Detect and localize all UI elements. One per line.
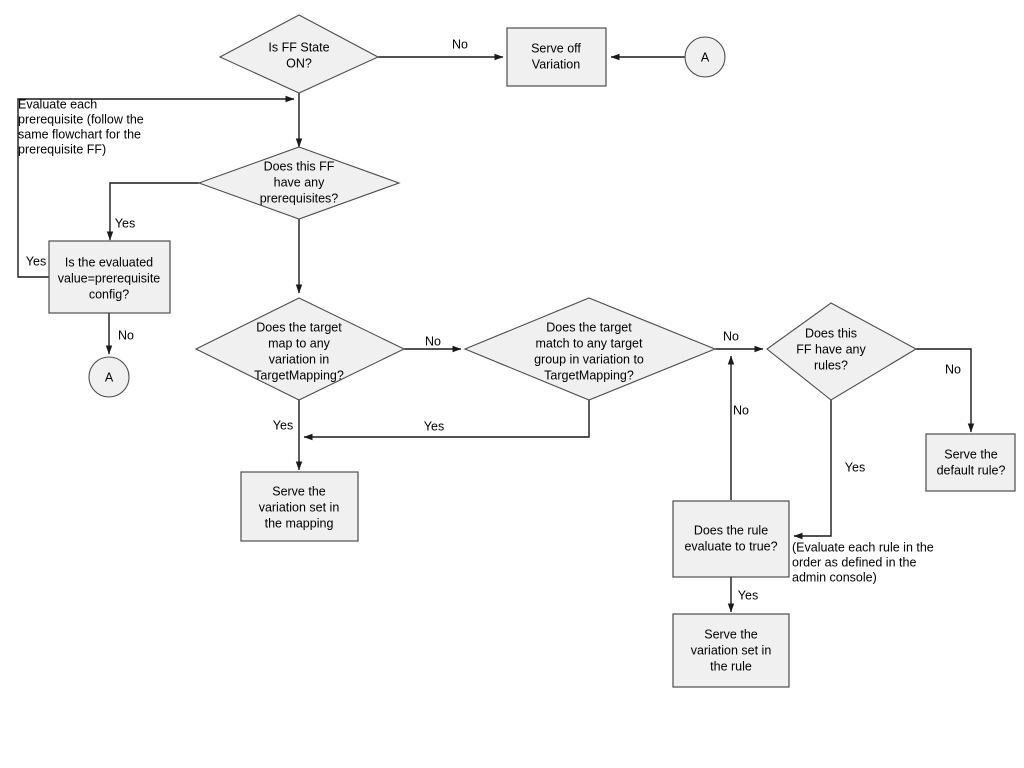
- node-label-serve-off-variation-line1: Serve off: [531, 41, 581, 55]
- note-rule-order-line2: order as defined in the: [792, 555, 916, 569]
- edge-target-map-yes: Yes: [273, 400, 303, 471]
- node-serve-off-variation[interactable]: Serve off Variation: [506, 27, 607, 87]
- edge-ff-state-no: No: [378, 37, 504, 61]
- edge-evaluated-yes-loopback: Yes: [17, 95, 295, 278]
- node-label-serve-mapping-line3: the mapping: [265, 516, 334, 530]
- edge-label-evaluated-yes: Yes: [26, 254, 46, 268]
- note-prerequisite-line2: prerequisite (follow the: [18, 112, 144, 126]
- note-prerequisite-line3: same flowchart for the: [18, 127, 141, 141]
- node-label-is-ff-state-on-line2: ON?: [286, 56, 312, 70]
- edge-label-rules-yes: Yes: [845, 460, 865, 474]
- edge-label-target-map-no: No: [425, 334, 441, 348]
- edge-label-target-match-yes: Yes: [424, 419, 444, 433]
- edge-label-rule-true-no: No: [733, 403, 749, 417]
- node-is-ff-state-on[interactable]: Is FF State ON?: [218, 14, 380, 94]
- node-label-target-map-line1: Does the target: [256, 320, 342, 334]
- edge-rules-yes: Yes: [793, 400, 865, 540]
- node-evaluated-value-matches[interactable]: Is the evaluated value=prerequisite conf…: [48, 240, 171, 314]
- node-label-target-match-line2: match to any target: [535, 336, 643, 350]
- node-label-has-rules-line2: FF have any: [796, 342, 866, 356]
- node-label-target-map-line4: TargetMapping?: [254, 368, 344, 382]
- node-connector-a-bottom[interactable]: A: [88, 356, 130, 398]
- node-label-has-prerequisites-line2: have any: [274, 175, 325, 189]
- edge-label-target-match-no: No: [723, 329, 739, 343]
- edge-label-rule-true-yes: Yes: [738, 588, 758, 602]
- note-prerequisite: Evaluate each prerequisite (follow the s…: [18, 97, 144, 156]
- edge-target-map-no: No: [404, 334, 462, 353]
- edge-label-evaluated-no: No: [118, 328, 134, 342]
- node-label-evaluated-line2: value=prerequisite: [58, 271, 161, 285]
- node-target-map-variation[interactable]: Does the target map to any variation in …: [194, 297, 406, 401]
- node-connector-a-top[interactable]: A: [684, 36, 726, 78]
- node-label-serve-off-variation-line2: Variation: [532, 57, 580, 71]
- node-rule-evaluates-true[interactable]: Does the rule evaluate to true?: [672, 500, 790, 578]
- node-label-serve-rule-line1: Serve the: [704, 627, 758, 641]
- node-has-prerequisites[interactable]: Does this FF have any prerequisites?: [197, 146, 401, 220]
- edge-label-prereq-yes: Yes: [115, 216, 135, 230]
- node-label-rule-true-line1: Does the rule: [694, 523, 768, 537]
- edge-target-match-no: No: [715, 329, 764, 353]
- node-label-target-match-line1: Does the target: [546, 320, 632, 334]
- edge-prerequisites-yes: Yes: [106, 182, 199, 241]
- note-rule-order-line1: (Evaluate each rule in the: [792, 540, 934, 554]
- node-serve-variation-mapping[interactable]: Serve the variation set in the mapping: [240, 471, 359, 542]
- note-rule-order-line3: admin console): [792, 570, 877, 584]
- node-label-rule-true-line2: evaluate to true?: [684, 539, 777, 553]
- node-label-has-prerequisites-line3: prerequisites?: [260, 191, 339, 205]
- node-serve-default-rule[interactable]: Serve the default rule?: [925, 433, 1016, 492]
- node-label-evaluated-line1: Is the evaluated: [65, 255, 153, 269]
- node-label-connector-a-bottom: A: [105, 370, 114, 384]
- node-label-has-rules-line3: rules?: [814, 358, 848, 372]
- node-label-evaluated-line3: config?: [89, 287, 129, 301]
- node-label-serve-mapping-line2: variation set in: [259, 500, 340, 514]
- node-label-serve-default-line1: Serve the: [944, 447, 998, 461]
- edge-target-match-yes: Yes: [303, 400, 590, 441]
- edge-label-rules-no: No: [945, 362, 961, 376]
- node-label-serve-rule-line2: variation set in: [691, 643, 772, 657]
- note-rule-order: (Evaluate each rule in the order as defi…: [792, 540, 934, 584]
- node-label-serve-mapping-line1: Serve the: [272, 484, 326, 498]
- edge-rules-no: No: [916, 348, 975, 433]
- node-has-rules[interactable]: Does this FF have any rules?: [766, 302, 918, 401]
- node-label-has-rules-line1: Does this: [805, 326, 857, 340]
- node-label-has-prerequisites-line1: Does this FF: [264, 159, 335, 173]
- node-label-serve-default-line2: default rule?: [937, 463, 1006, 477]
- node-label-target-map-line3: variation in: [269, 352, 329, 366]
- edge-evaluated-no: No: [105, 313, 134, 355]
- node-label-target-match-line3: group in variation to: [534, 352, 644, 366]
- note-prerequisite-line1: Evaluate each: [18, 97, 97, 111]
- node-label-connector-a-top: A: [701, 50, 710, 64]
- edge-rule-true-no: No: [727, 355, 749, 500]
- edge-label-ff-state-no: No: [452, 37, 468, 51]
- edge-rule-true-yes: Yes: [727, 577, 758, 613]
- node-label-serve-rule-line3: the rule: [710, 659, 752, 673]
- node-label-target-match-line4: TargetMapping?: [544, 368, 634, 382]
- edge-label-target-map-yes: Yes: [273, 418, 293, 432]
- node-label-target-map-line2: map to any: [268, 336, 331, 350]
- node-label-is-ff-state-on-line1: Is FF State: [268, 40, 329, 54]
- node-target-match-group[interactable]: Does the target match to any target grou…: [463, 297, 717, 401]
- node-serve-variation-rule[interactable]: Serve the variation set in the rule: [672, 613, 790, 688]
- note-prerequisite-line4: prerequisite FF): [18, 142, 106, 156]
